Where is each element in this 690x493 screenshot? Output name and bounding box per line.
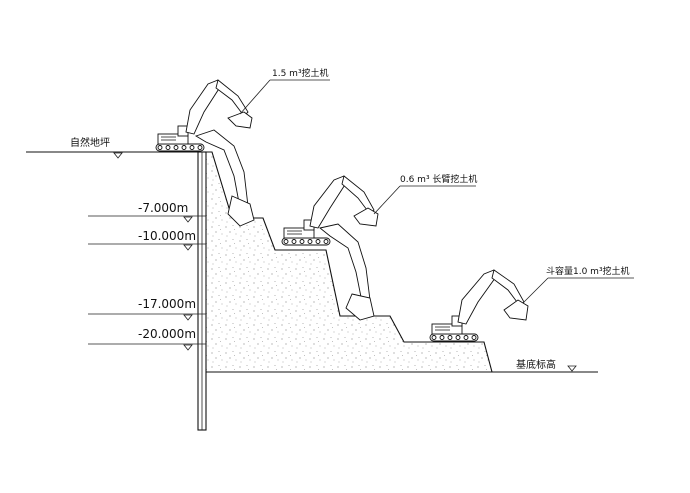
natural-ground-label: 自然地坪: [70, 136, 110, 149]
excavator-mid-label: 0.6 m³ 长臂挖土机: [400, 173, 477, 185]
excavator-icon: [155, 79, 255, 227]
pit-bottom-label: 基底标高: [516, 358, 556, 371]
level-marker-icon: [183, 344, 193, 351]
excavator-icon: [281, 175, 379, 321]
level-marker-icon: [567, 365, 577, 372]
slope-outline: [206, 151, 493, 373]
level-marker-icon: [113, 152, 123, 159]
elevation-label-17: -17.000m: [138, 297, 196, 311]
soil-slope-fill: [206, 152, 492, 372]
level-marker-icon: [183, 314, 193, 321]
elevation-label-10: -10.000m: [138, 229, 196, 243]
excavator-top-label: 1.5 m³挖土机: [272, 67, 329, 79]
excavator-low-label: 斗容量1.0 m³挖土机: [546, 265, 630, 277]
level-marker-icon: [183, 216, 193, 223]
elevation-label-20: -20.000m: [138, 327, 196, 341]
excavator-icon: [429, 269, 529, 342]
elevation-label-7: -7.000m: [138, 201, 188, 215]
level-marker-icon: [183, 244, 193, 251]
